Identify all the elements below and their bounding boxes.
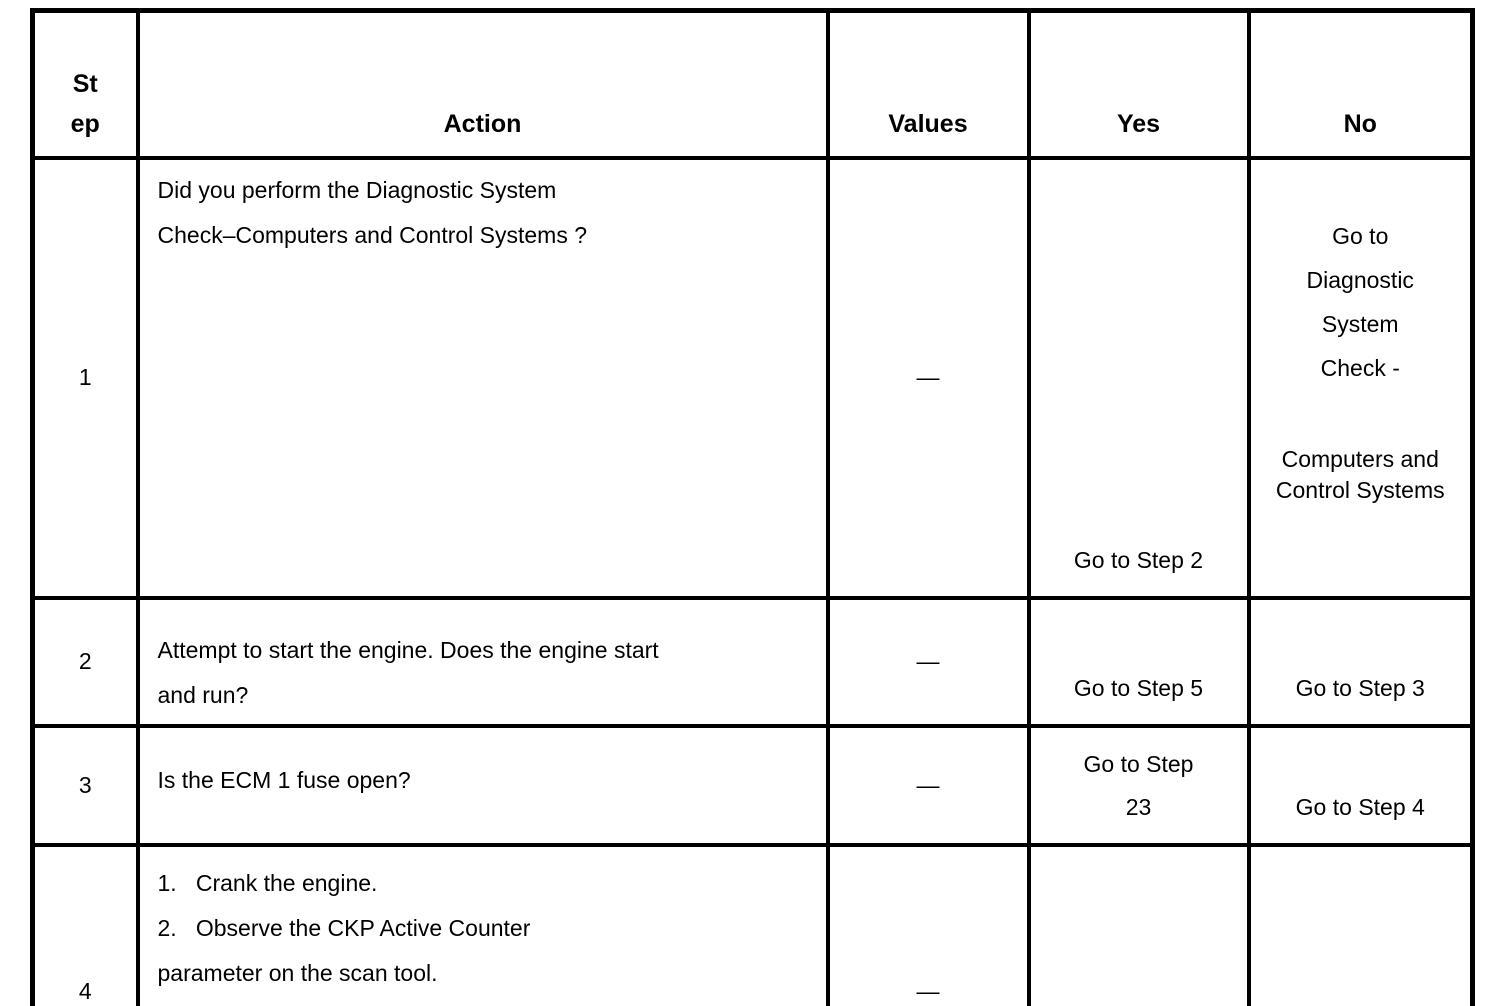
row-3-action-text: Is the ECM 1 fuse open?: [135, 723, 830, 847]
row-2-values: —: [825, 595, 1031, 728]
diagnostic-steps-table: St ep Action Values Yes No 1 Did you per…: [30, 8, 1475, 1006]
row-4-action-text: 1. Crank the engine. 2. Observe the CKP …: [135, 842, 830, 1006]
row-2-yes-result: Go to Step 5: [1026, 595, 1251, 728]
row-3-no-result: Go to Step 4: [1246, 723, 1475, 847]
row-3-yes-result: Go to Step 23: [1026, 723, 1251, 847]
header-no: No: [1246, 8, 1475, 160]
row-1-step-number: 1: [30, 155, 140, 600]
row-2-no-result: Go to Step 3: [1246, 595, 1475, 728]
table-row-step-1: 1 Did you perform the Diagnostic System …: [30, 155, 1475, 600]
row-4-step-number: 4: [30, 842, 140, 1006]
row-1-yes-result: Go to Step 2: [1026, 155, 1251, 600]
row-1-no-result: Go to Diagnostic System Check - Computer…: [1246, 155, 1475, 600]
row-1-no-result-line-group-1: Go to Diagnostic System Check -: [1306, 222, 1414, 381]
row-2-action-text: Attempt to start the engine. Does the en…: [135, 595, 830, 728]
row-2-step-number: 2: [30, 595, 140, 728]
row-4-no-result: Go to Step 8: [1246, 842, 1475, 1006]
table-row-step-3: 3 Is the ECM 1 fuse open? — Go to Step 2…: [30, 723, 1475, 847]
row-1-no-result-line-group-2: Computers and Control Systems: [1275, 445, 1445, 503]
row-1-action-text: Did you perform the Diagnostic System Ch…: [135, 155, 830, 600]
table-row-step-4: 4 1. Crank the engine. 2. Observe the CK…: [30, 842, 1475, 1006]
header-action: Action: [135, 8, 830, 160]
row-4-yes-result: Go to Step 5: [1026, 842, 1251, 1006]
table-row-step-2: 2 Attempt to start the engine. Does the …: [30, 595, 1475, 728]
header-row: St ep Action Values Yes No: [30, 8, 1475, 160]
row-4-values: —: [825, 842, 1031, 1006]
row-1-values: —: [825, 155, 1031, 600]
header-values: Values: [825, 8, 1031, 160]
row-3-values: —: [825, 723, 1031, 847]
header-step: St ep: [30, 8, 140, 160]
row-3-step-number: 3: [30, 723, 140, 847]
header-yes: Yes: [1026, 8, 1251, 160]
